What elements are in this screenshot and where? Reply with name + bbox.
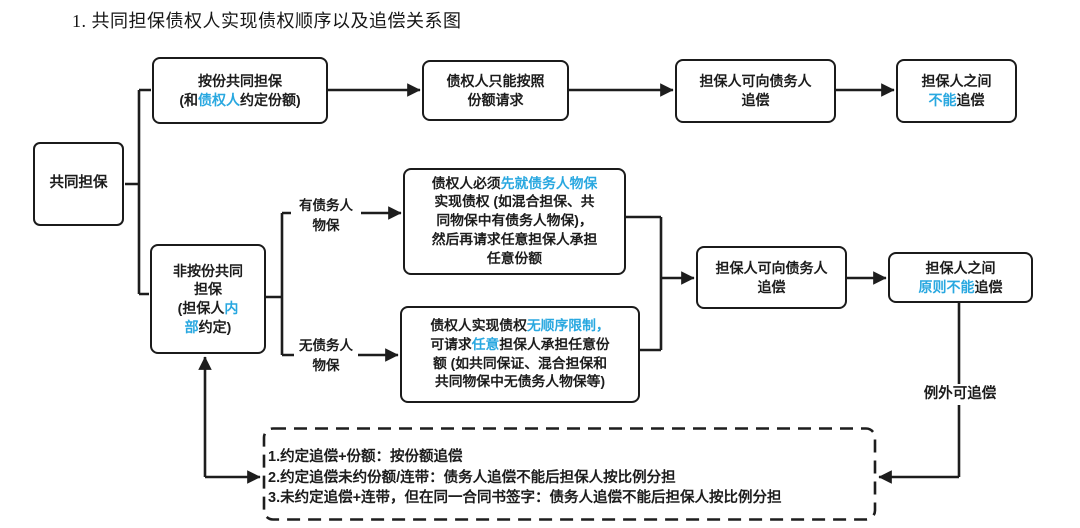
node-share-only-claim: 债权人只能按照份额请求 bbox=[422, 60, 569, 121]
node-no-mutual-recourse: 担保人之间不能追偿 bbox=[896, 59, 1017, 123]
label-with-debtor-collateral: 有债务人物保 bbox=[291, 196, 361, 236]
connector-merge bbox=[626, 215, 663, 352]
node-guarantor-recourse-debtor-top: 担保人可向债务人追偿 bbox=[675, 59, 836, 123]
node-guarantor-recourse-debtor-mid: 担保人可向债务人追偿 bbox=[696, 246, 847, 309]
connector-root-branch bbox=[125, 88, 151, 296]
node-by-share-guarantee: 按份共同担保(和债权人约定份额) bbox=[152, 57, 328, 124]
node-principle-no-recourse: 担保人之间原则不能追偿 bbox=[888, 252, 1033, 303]
node-without-debtor-collateral-rule: 债权人实现债权无顺序限制，可请求任意担保人承担任意份额 (如共同保证、混合担保和… bbox=[400, 306, 640, 403]
label-exception-recourse: 例外可追偿 bbox=[918, 384, 1002, 406]
node-non-share-guarantee: 非按份共同担保(担保人内部约定) bbox=[150, 244, 266, 354]
connector-nonshare-split bbox=[266, 213, 284, 355]
diagram-title: 1. 共同担保债权人实现债权顺序以及追偿关系图 bbox=[72, 11, 462, 31]
node-joint-guarantee: 共同担保 bbox=[33, 142, 124, 226]
rules-dashed-border bbox=[262, 427, 877, 521]
node-with-debtor-collateral-rule: 债权人必须先就债务人物保实现债权 (如混合担保、共同物保中有债务人物保)，然后再… bbox=[403, 168, 626, 275]
label-without-debtor-collateral: 无债务人物保 bbox=[294, 336, 358, 376]
